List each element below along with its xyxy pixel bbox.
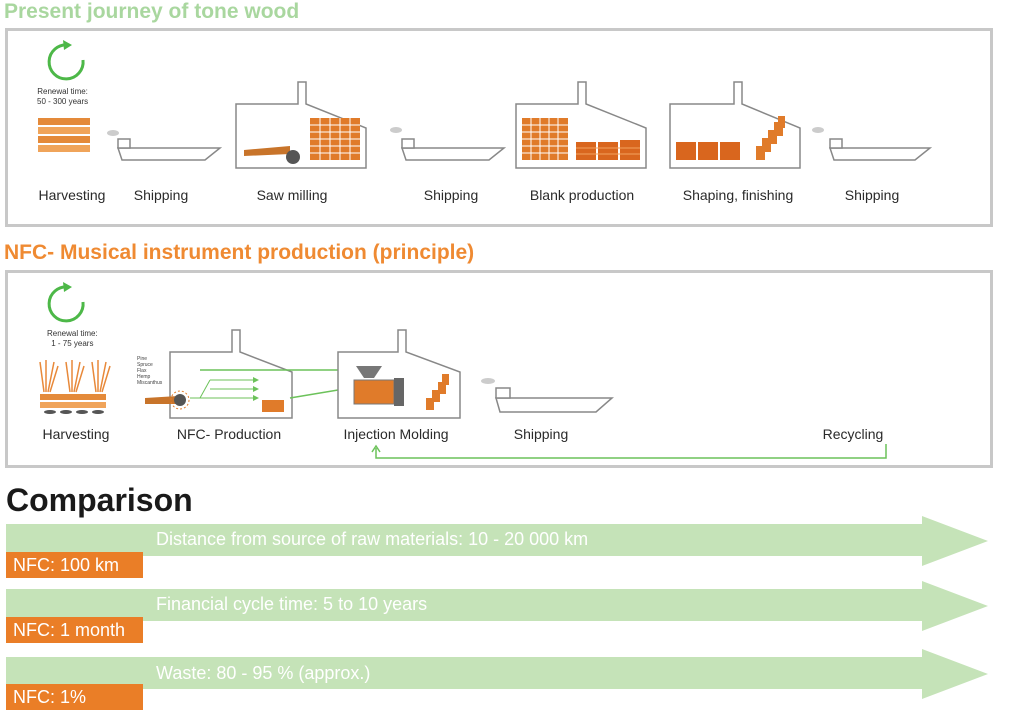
comparison-text: Waste: 80 - 95 % (approx.) [156, 663, 371, 683]
nfc-value-badge: NFC: 100 km [6, 552, 143, 578]
renewal-cycle-icon [47, 40, 85, 81]
renewal-time-value: 50 - 300 years [37, 97, 89, 106]
step-shipping: Shipping [133, 187, 189, 203]
step-injection-molding: Injection Molding [343, 426, 449, 442]
comparison-arrows [6, 516, 988, 699]
step-shipping: Shipping [513, 426, 569, 442]
ship-icon [107, 130, 223, 161]
ship-icon [390, 127, 507, 161]
raw-materials-list: Pine Spruce Flax Hemp Miscanthus [137, 356, 162, 386]
step-harvesting: Harvesting [38, 187, 106, 203]
nfc-value-badge: NFC: 1% [6, 684, 143, 710]
comparison-cycle-time: Financial cycle time: 5 to 10 years NFC:… [6, 594, 990, 643]
nfc-factory-icon [145, 329, 293, 419]
shaping-factory-icon [669, 81, 801, 169]
nfc-value-badge: NFC: 1 month [6, 617, 143, 643]
step-recycling: Recycling [822, 426, 884, 442]
material-item: Hemp [137, 374, 151, 380]
comparison-distance: Distance from source of raw materials: 1… [6, 529, 990, 578]
sawmill-factory-icon [235, 81, 367, 169]
material-item: Pine [137, 356, 148, 362]
step-shipping: Shipping [844, 187, 900, 203]
step-harvesting: Harvesting [42, 426, 110, 442]
step-shipping: Shipping [423, 187, 479, 203]
comparison-waste: Waste: 80 - 95 % (approx.) NFC: 1% [6, 663, 990, 712]
material-item: Miscanthus [137, 380, 163, 386]
step-shaping-finishing: Shaping, finishing [682, 187, 794, 203]
plants-icon [39, 360, 111, 393]
nfc-production-title: NFC- Musical instrument production (prin… [4, 241, 475, 264]
renewal-time-label: Renewal time: 50 - 300 years [37, 87, 88, 107]
material-item: Spruce [137, 362, 153, 368]
blank-production-factory-icon [515, 81, 647, 169]
material-item: Flax [137, 368, 147, 374]
comparison-text: Financial cycle time: 5 to 10 years [156, 594, 428, 614]
present-journey-panel [5, 28, 993, 227]
step-nfc-production: NFC- Production [176, 426, 282, 442]
ship-icon [812, 127, 933, 161]
logs-icon [40, 394, 106, 414]
renewal-time-value: 1 - 75 years [51, 339, 94, 348]
present-journey-title: Present journey of tone wood [4, 0, 300, 23]
comparison-title: Comparison [6, 482, 193, 518]
step-blank-production: Blank production [529, 187, 635, 203]
renewal-cycle-icon [47, 282, 85, 323]
renewal-time-heading: Renewal time: [47, 329, 98, 338]
renewal-time-label: Renewal time: 1 - 75 years [47, 329, 98, 349]
ship-icon [481, 378, 614, 413]
step-saw-milling: Saw milling [256, 187, 328, 203]
comparison-text: Distance from source of raw materials: 1… [156, 529, 589, 549]
logs-icon [38, 118, 90, 152]
recycling-arrow [371, 444, 887, 459]
injection-molding-factory-icon [337, 329, 461, 419]
renewal-time-heading: Renewal time: [37, 87, 88, 96]
